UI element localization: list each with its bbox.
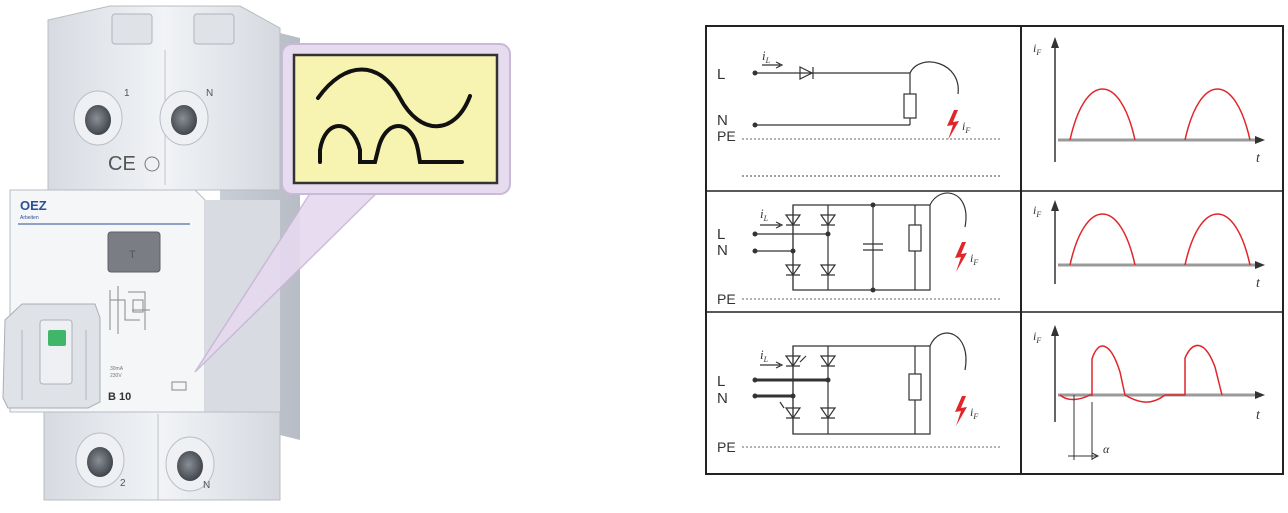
svg-text:iF: iF [1033, 203, 1041, 219]
load-current-row3: i [760, 347, 764, 362]
label-N-row3: N [717, 390, 728, 407]
svg-text:iF: iF [1033, 329, 1041, 345]
circuit-row-1 [742, 61, 1000, 177]
svg-text:iF: iF [1033, 41, 1041, 57]
label-PE-row1: PE [717, 128, 736, 144]
terminal-top-right-letter: N [206, 88, 213, 99]
terminal-bottom-left-number: 2 [120, 478, 126, 489]
svg-text:iL: iL [760, 206, 769, 223]
fault-current-curve-row1 [1069, 88, 1251, 141]
test-button-label: T [129, 249, 136, 261]
circuit-row-3 [755, 332, 967, 435]
label-N-row1: N [717, 112, 728, 129]
load-current-row1: i [762, 48, 766, 63]
fault-current-curve-row2 [1069, 213, 1251, 266]
load-current-sub-row2: L [763, 214, 769, 223]
label-L-row3: L [717, 373, 725, 390]
svg-text:iF: iF [970, 251, 978, 267]
fault-current-sub-row1: F [964, 126, 970, 135]
waveform-plot-row1: iF t [1033, 37, 1265, 166]
svg-text:iL: iL [760, 347, 769, 364]
diode-symbol [799, 66, 814, 80]
waveform-y-sub-row3: F [1035, 336, 1041, 345]
svg-text:iF: iF [970, 405, 978, 421]
fault-current-row2: i [970, 251, 973, 265]
ac-and-pulsating-dc-waveform-icon [316, 67, 472, 164]
waveform-t-label-row1: t [1256, 151, 1261, 166]
phase-angle-label: α [1103, 442, 1110, 456]
brand-logo: OEZ [20, 198, 47, 213]
label-L-row1: L [717, 66, 725, 83]
fault-current-row1: i [962, 119, 965, 133]
waveform-y-label-row2: i [1033, 203, 1036, 217]
waveform-y-sub-row2: F [1035, 210, 1041, 219]
circuit-row-2 [755, 192, 967, 291]
brand-subtitle: Arbeiten [20, 215, 39, 221]
fault-current-sub-row3: F [972, 412, 978, 421]
svg-text:iL: iL [762, 48, 771, 65]
terminal-top-left-number: 1 [124, 88, 130, 99]
test-button[interactable]: T [107, 231, 161, 273]
load-current-row2: i [760, 206, 764, 221]
terminal-bottom-right[interactable] [165, 436, 215, 492]
label-N-row2: N [717, 242, 728, 259]
fault-current-row3: i [970, 405, 973, 419]
load-current-sub-row3: L [763, 355, 769, 364]
waveform-t-label-row3: t [1256, 408, 1261, 423]
residual-current-breaker-illustration: 1 N CE OEZ Arbeiten T 30mA 230V B 10 2 N [2, 5, 511, 501]
fault-lightning-icon [955, 242, 967, 272]
label-L-row2: L [717, 226, 725, 243]
rating-label: B 10 [108, 391, 131, 403]
terminal-top-right[interactable] [159, 90, 209, 146]
toggle-lever[interactable] [2, 303, 101, 409]
fault-lightning-icon [955, 396, 967, 426]
fault-lightning-icon [947, 110, 959, 140]
fault-current-curve-row3 [1059, 344, 1223, 403]
svg-text:iF: iF [962, 119, 970, 135]
waveform-y-label-row3: i [1033, 329, 1036, 343]
label-PE-row2: PE [717, 291, 736, 307]
fault-current-circuits-table: L N PE iL iF L N PE iL iF [705, 25, 1284, 475]
wiring-diagram-print [109, 286, 150, 334]
fault-current-sub-row2: F [972, 258, 978, 267]
waveform-plot-row3: α iF t [1033, 325, 1265, 460]
load-current-sub-row1: L [765, 56, 771, 65]
terminal-bottom-right-letter: N [203, 480, 210, 491]
waveform-y-sub-row1: F [1035, 48, 1041, 57]
ce-mark: CE [108, 153, 136, 175]
certification-mark-icon [144, 156, 160, 172]
label-PE-row3: PE [717, 439, 736, 455]
spec-current: 30mA [110, 366, 124, 372]
waveform-t-label-row2: t [1256, 276, 1261, 291]
terminal-bottom-left[interactable] [75, 432, 125, 488]
spec-voltage: 230V [110, 373, 122, 379]
waveform-callout [281, 43, 511, 195]
terminal-top-left[interactable] [73, 90, 123, 146]
lever-status-indicator [48, 330, 66, 346]
waveform-y-label-row1: i [1033, 41, 1036, 55]
waveform-plot-row2: iF t [1033, 200, 1265, 291]
